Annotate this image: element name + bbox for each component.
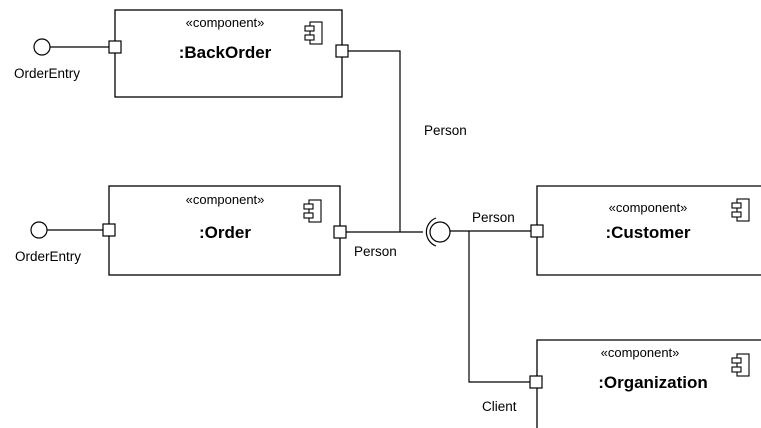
- backorder-interface-label: OrderEntry: [14, 66, 80, 81]
- component-order[interactable]: «component» :Order: [108, 185, 341, 276]
- backorder-person-connector[interactable]: [348, 50, 401, 232]
- order-stereotype: «component»: [186, 192, 265, 207]
- component-icon: [304, 21, 323, 45]
- order-orderentry-interface[interactable]: OrderEntry: [15, 221, 116, 264]
- organization-stereotype: «component»: [601, 345, 680, 360]
- component-icon: [303, 199, 322, 223]
- lollipop-icon: [33, 38, 51, 56]
- order-box: [108, 185, 341, 276]
- order-left-port: [102, 223, 116, 237]
- organization-name: :Organization: [598, 373, 708, 392]
- component-organization[interactable]: «component» :Organization: [536, 339, 761, 428]
- organization-client-connector[interactable]: [468, 231, 530, 383]
- customer-left-port: [530, 224, 544, 238]
- order-person-label: Person: [354, 244, 397, 259]
- assembly-connector-icon: [425, 217, 451, 247]
- backorder-stereotype: «component»: [186, 15, 265, 30]
- customer-stereotype: «component»: [609, 200, 688, 215]
- organization-left-port: [529, 375, 543, 389]
- component-icon: [731, 198, 750, 222]
- component-backorder[interactable]: «component» :BackOrder: [114, 9, 343, 98]
- order-name: :Order: [199, 223, 251, 242]
- organization-client-label: Client: [482, 399, 517, 414]
- backorder-right-port: [335, 44, 349, 58]
- backorder-box: [114, 9, 343, 98]
- backorder-left-port: [108, 40, 122, 54]
- socket-icon: [425, 217, 437, 247]
- ball-icon: [429, 221, 451, 243]
- order-right-port: [333, 225, 347, 239]
- customer-person-label: Person: [472, 210, 515, 225]
- lollipop-icon: [30, 221, 48, 239]
- backorder-orderentry-interface[interactable]: OrderEntry: [14, 38, 122, 81]
- component-icon: [731, 353, 750, 377]
- component-customer[interactable]: «component» :Customer: [536, 185, 761, 276]
- organization-box: [536, 339, 761, 428]
- backorder-person-label: Person: [424, 123, 467, 138]
- order-interface-label: OrderEntry: [15, 249, 81, 264]
- customer-name: :Customer: [605, 223, 690, 242]
- backorder-name: :BackOrder: [179, 43, 272, 62]
